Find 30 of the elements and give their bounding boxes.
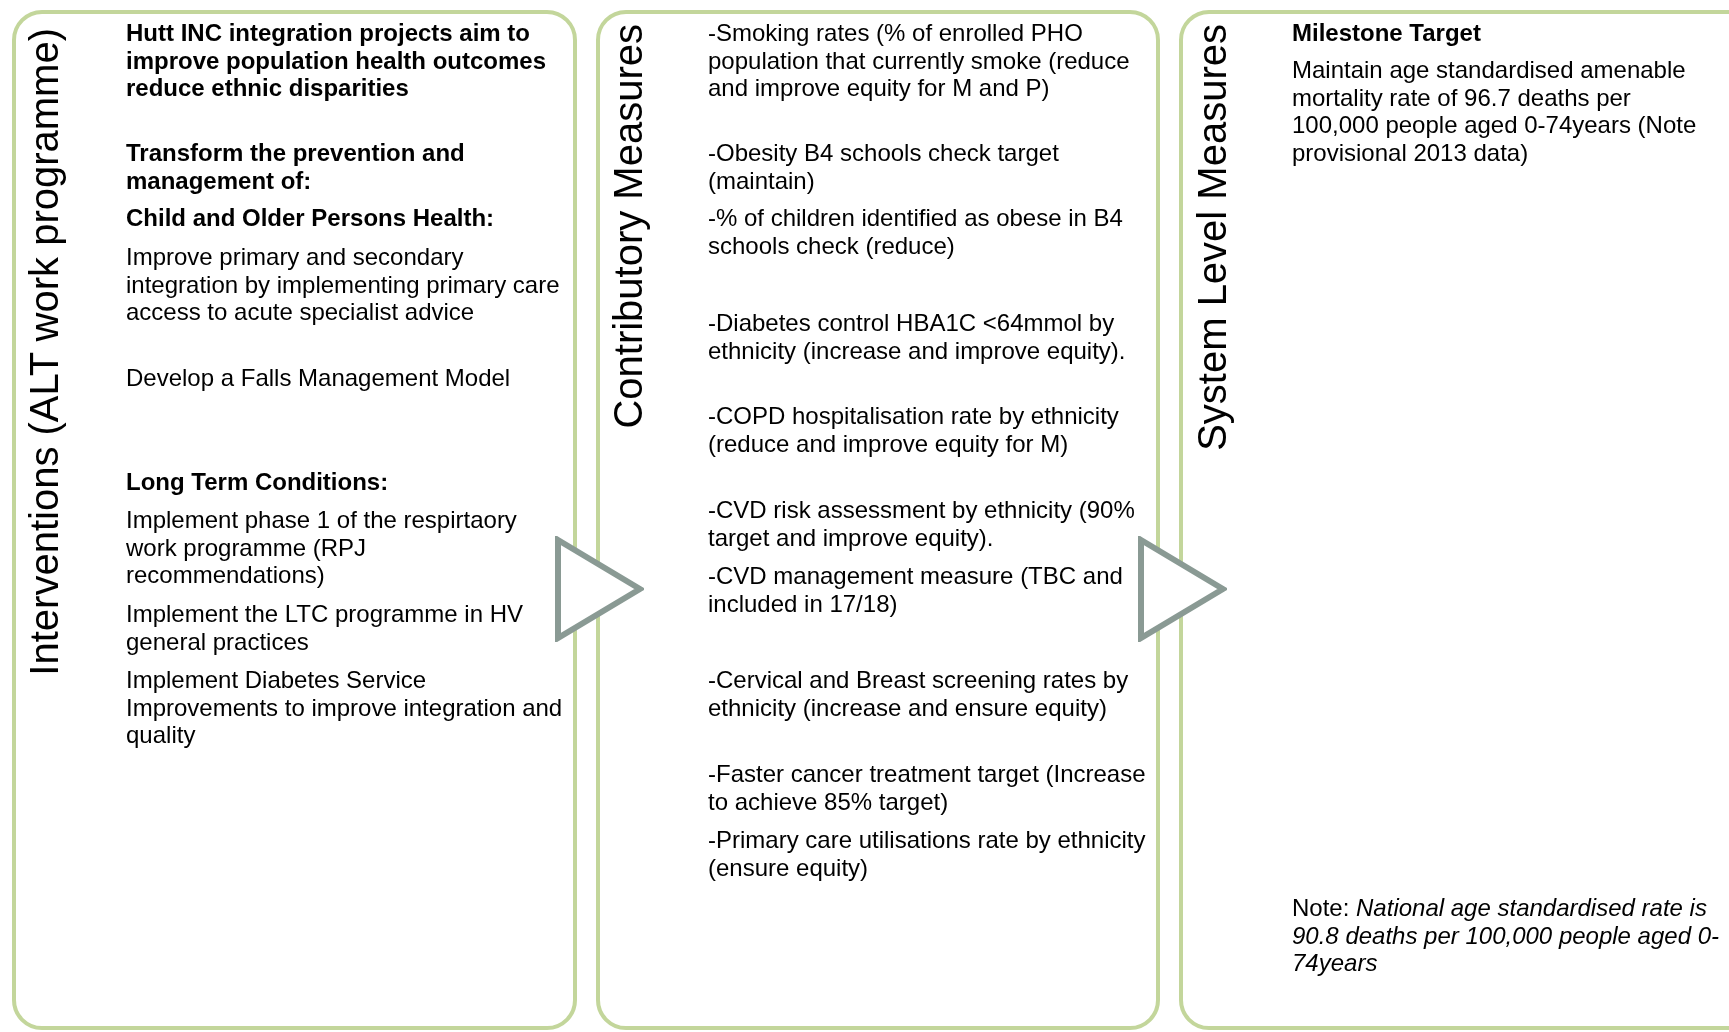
section-heading: Hutt INC integration projects aim to improve population health outcomes reduce ethnic disparities	[126, 19, 548, 102]
section-heading: Milestone Target	[1292, 19, 1482, 47]
measure-text: -Diabetes control HBA1C <64mmol by ethnicity (increase and improve equity).	[708, 309, 1127, 364]
column-panel	[596, 10, 1160, 1030]
column-heading: Interventions (ALT work programme)	[22, 28, 66, 676]
measure-text: -Smoking rates (% of enrolled PHO population that currently smoke (reduce and improve equity for M and P)	[708, 19, 1131, 102]
column-panel	[1179, 10, 1729, 1030]
measure-text: Implement Diabetes Service Improvements to improve integration and quality	[126, 666, 564, 749]
measure-text: Implement phase 1 of the respirtaory work programme (RPJ recommendations)	[126, 506, 518, 589]
measure-text: Improve primary and secondary integration by implementing primary care access to acute specialist advice	[126, 243, 561, 326]
measure-text: -COPD hospitalisation rate by ethnicity (reduce and improve equity for M)	[708, 402, 1120, 457]
measure-text: Note: National age standardised rate is 90.8 deaths per 100,000 people aged 0-74years	[1292, 894, 1721, 977]
measure-text: -CVD risk assessment by ethnicity (90% target and improve equity).	[708, 496, 1136, 551]
chevron-arrow	[555, 537, 643, 641]
measure-text: -Obesity B4 schools check target (maintain)	[708, 139, 1060, 194]
section-heading: Child and Older Persons Health:	[126, 204, 496, 232]
measure-text: Develop a Falls Management Model	[126, 364, 512, 392]
section-heading: Transform the prevention and management of:	[126, 139, 466, 194]
measure-text: -Cervical and Breast screening rates by ethnicity (increase and ensure equity)	[708, 666, 1130, 721]
column-heading: System Level Measures	[1190, 24, 1234, 451]
measure-text: Maintain age standardised amenable mortality rate of 96.7 deaths per 100,000 people aged 0-74years (Note provisional 2013 data)	[1292, 56, 1698, 166]
measure-text: -% of children identified as obese in B4 schools check (reduce)	[708, 204, 1124, 259]
column-heading: Contributory Measures	[606, 24, 650, 429]
measure-text: -Primary care utilisations rate by ethnicity (ensure equity)	[708, 826, 1147, 881]
measure-text: -CVD management measure (TBC and included in 17/18)	[708, 562, 1124, 617]
chevron-arrow	[1138, 537, 1226, 641]
section-heading: Long Term Conditions:	[126, 468, 390, 496]
column-panel	[12, 10, 577, 1030]
measure-text: Implement the LTC programme in HV general practices	[126, 600, 525, 655]
measure-text: -Faster cancer treatment target (Increase to achieve 85% target)	[708, 760, 1147, 815]
